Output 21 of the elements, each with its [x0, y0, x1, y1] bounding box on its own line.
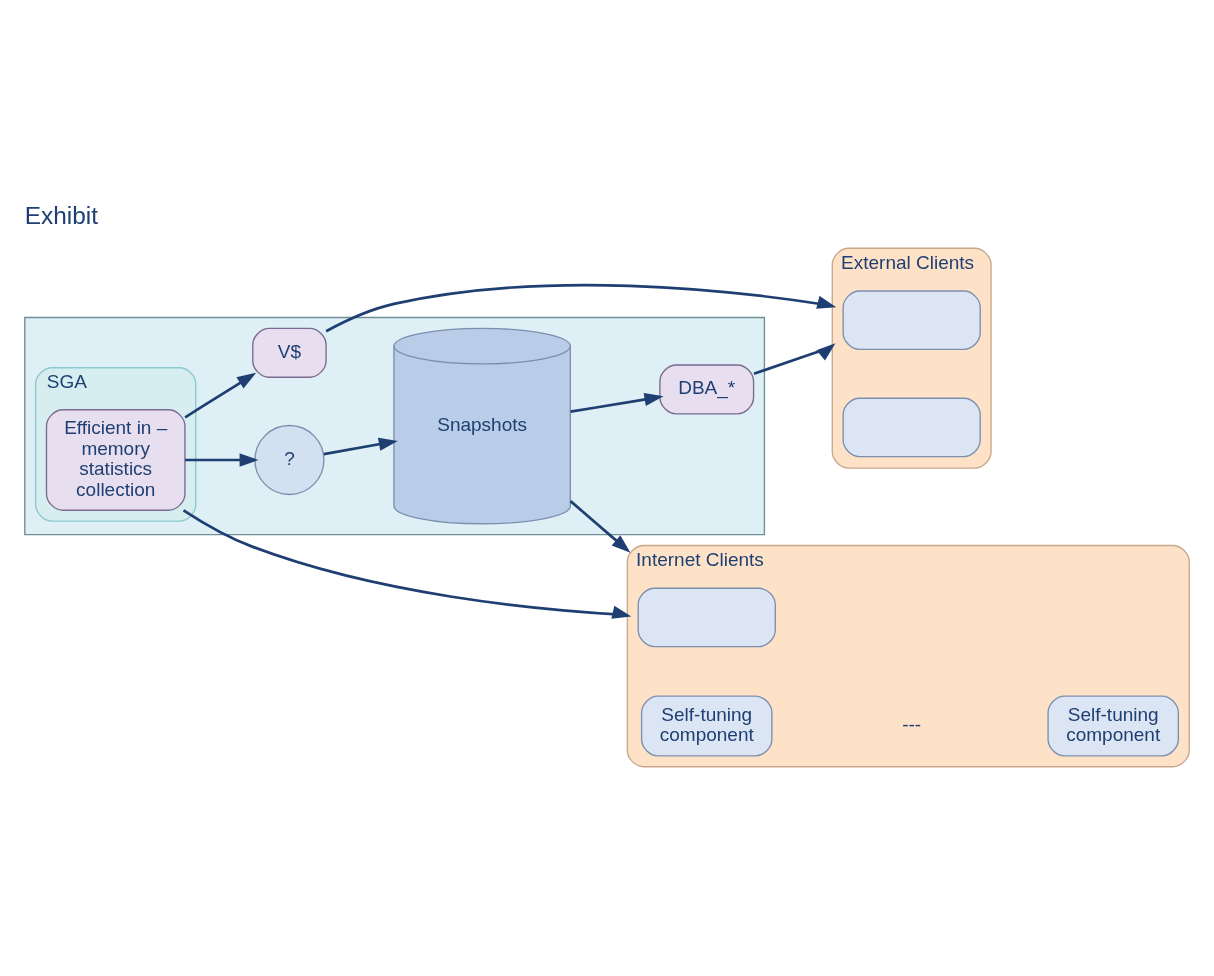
- node-box: [842, 397, 981, 457]
- node-box: [842, 289, 981, 350]
- arrow: [570, 392, 664, 413]
- node-box: DBA_*: [659, 363, 755, 415]
- node-box: Efficient in – memory statistics collection: [45, 408, 186, 511]
- diagram-title: Exhibit: [24, 201, 99, 229]
- node-box: V$: [252, 327, 327, 378]
- arrow: [182, 508, 632, 619]
- cluster: External Clients: [831, 247, 992, 469]
- node-box: Self-tuning component: [1047, 694, 1180, 757]
- arrow: [323, 437, 398, 455]
- arrow: [184, 372, 257, 418]
- arrow: [753, 342, 836, 375]
- arrow: [185, 452, 259, 467]
- cluster: [24, 316, 766, 535]
- node-box: [637, 587, 776, 647]
- node-circle: ?: [254, 424, 325, 495]
- arrow: [325, 283, 837, 332]
- arrow: [569, 499, 631, 553]
- node-box: Self-tuning component: [640, 694, 773, 757]
- label: ---: [902, 713, 922, 735]
